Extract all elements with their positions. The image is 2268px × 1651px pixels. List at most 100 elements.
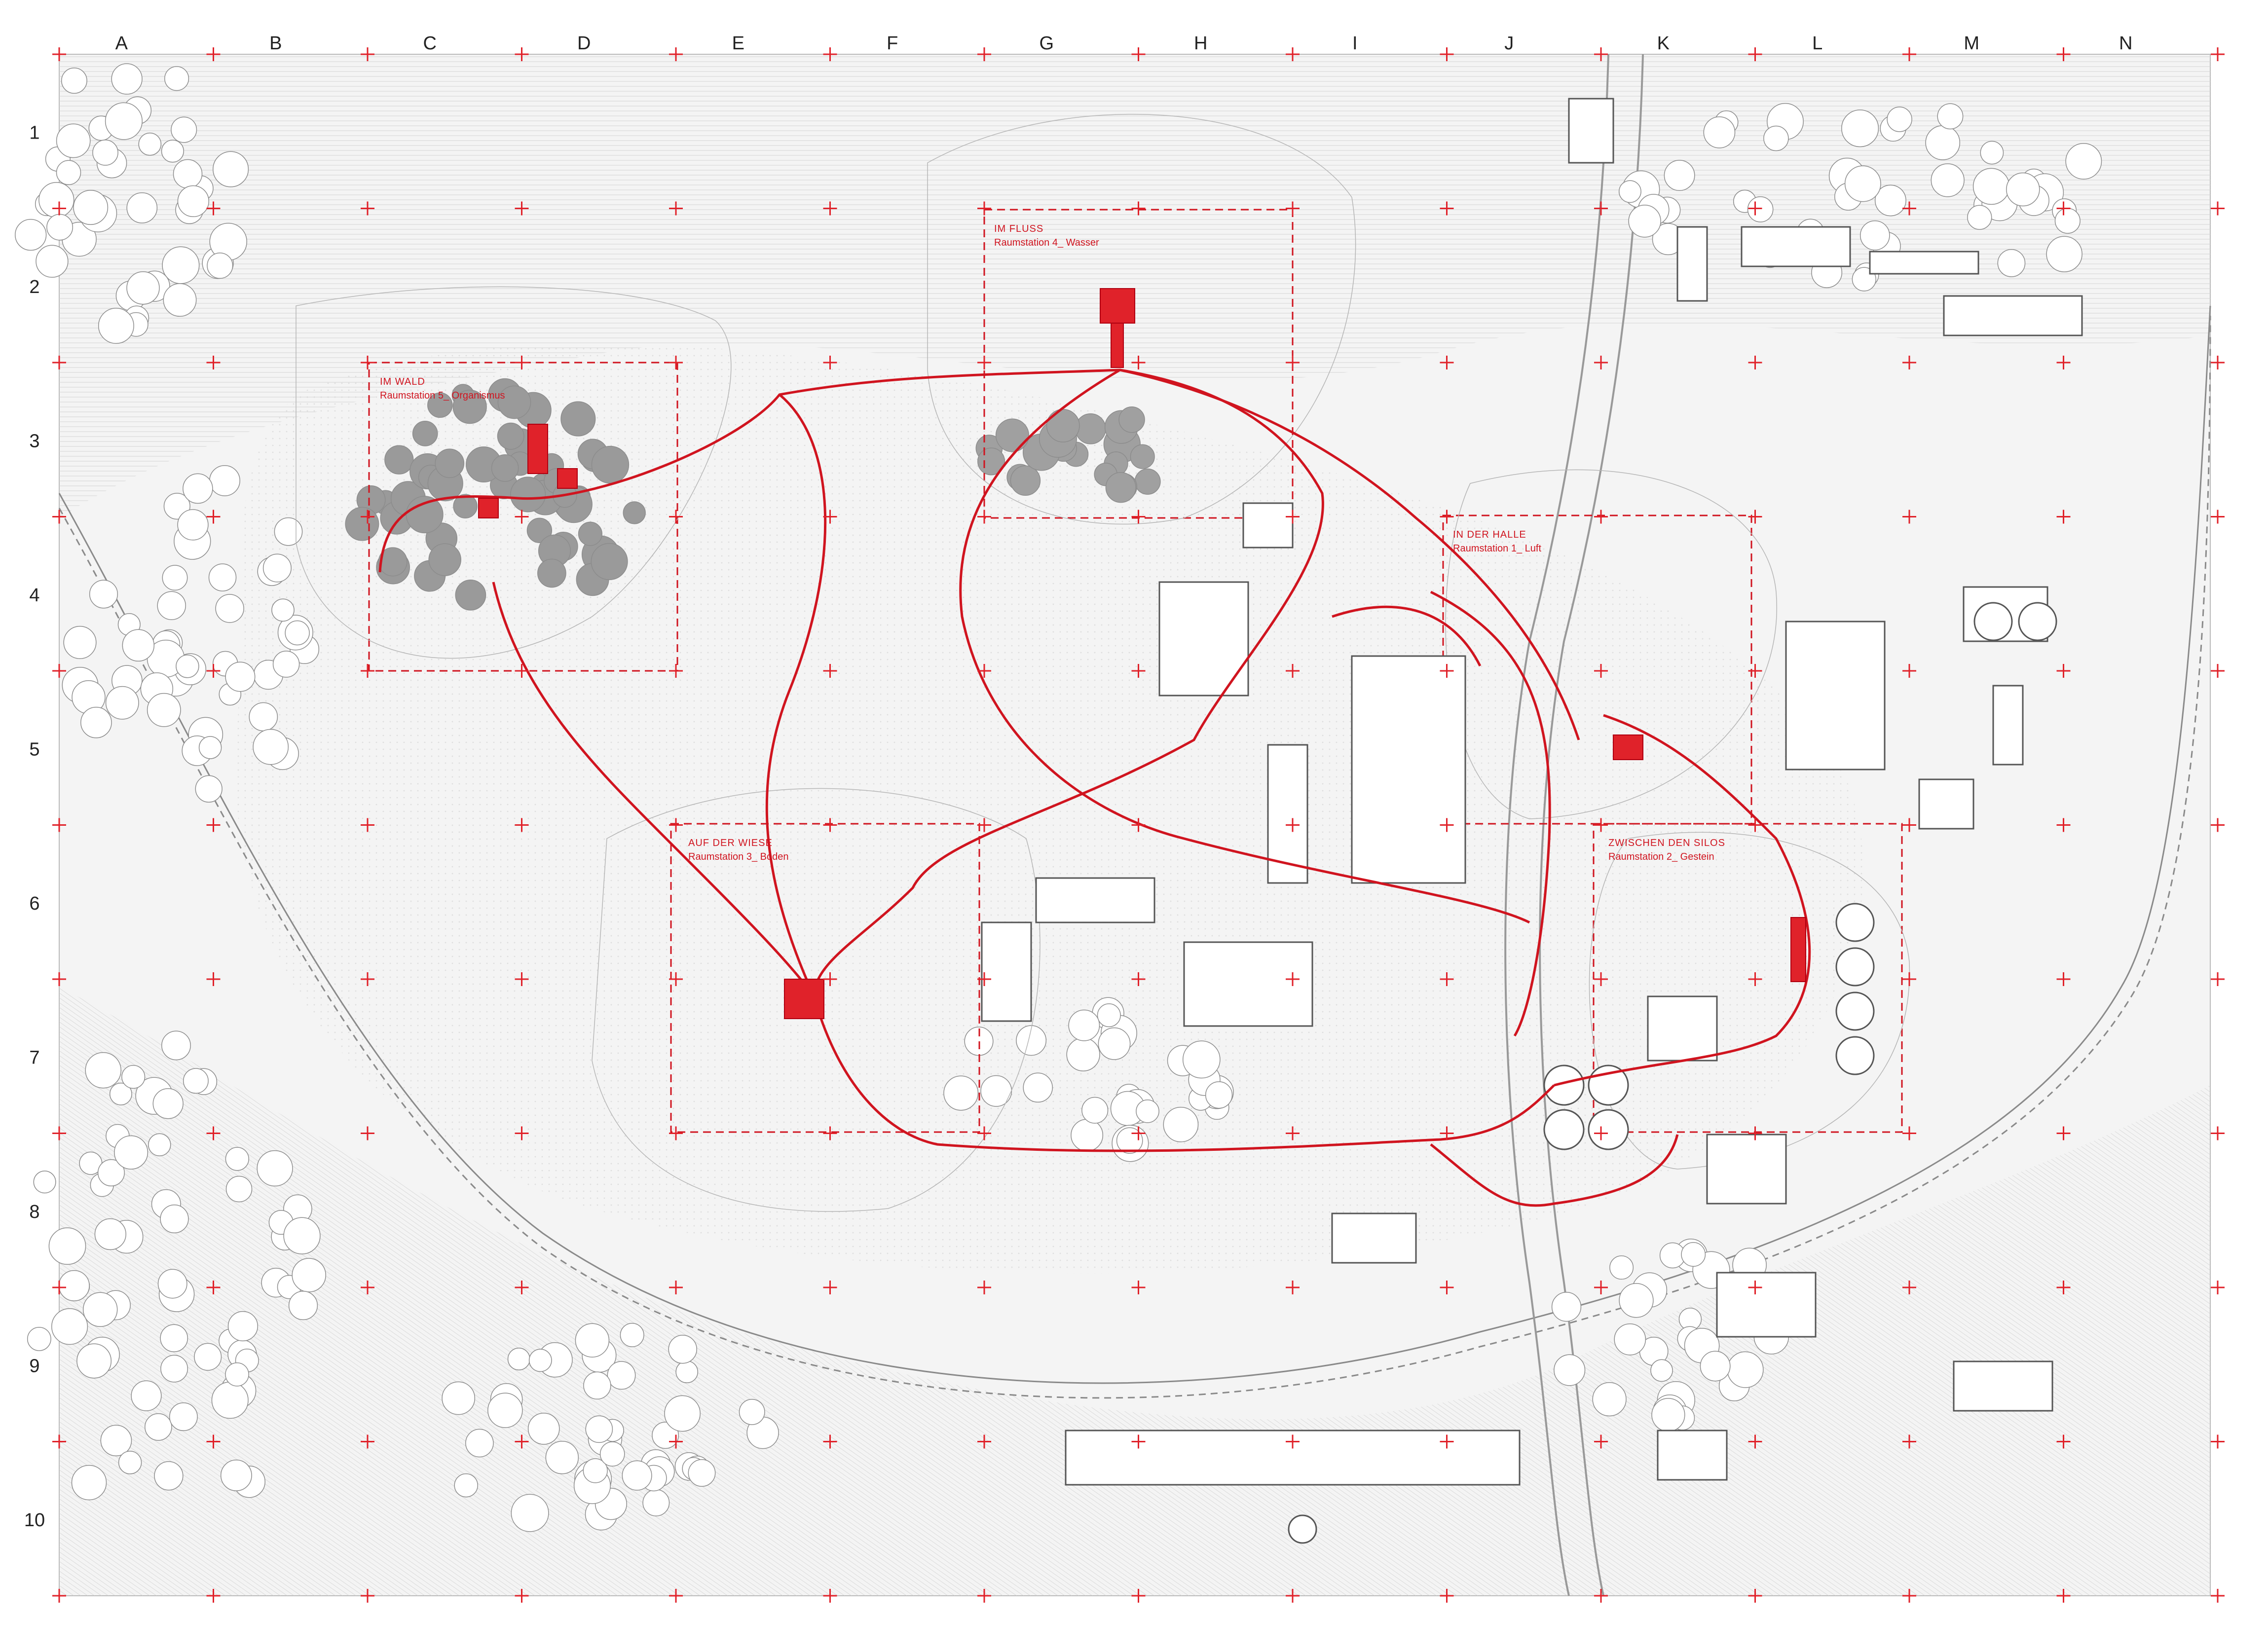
tree-canopy-icon <box>215 594 244 623</box>
tree-canopy-icon <box>1619 1283 1654 1318</box>
grid-row-label: 1 <box>29 122 39 143</box>
station-node-icon[interactable] <box>1100 288 1135 324</box>
plus-marker-icon <box>1440 1589 1454 1603</box>
plus-marker-icon <box>1748 201 1762 216</box>
station-node-icon[interactable] <box>1111 323 1124 368</box>
plus-marker-icon <box>823 1126 837 1140</box>
tree-canopy-icon <box>285 620 310 646</box>
plus-marker-icon <box>1131 47 1146 61</box>
tree-canopy-icon <box>56 123 91 158</box>
tree-canopy-icon <box>642 1489 670 1516</box>
tree-canopy-icon <box>1681 1242 1706 1267</box>
tree-canopy-icon <box>1609 1255 1634 1280</box>
station-node-icon[interactable] <box>1613 734 1643 760</box>
plus-marker-icon <box>361 356 374 369</box>
plus-marker-icon <box>515 510 529 524</box>
plus-marker-icon <box>1748 664 1762 678</box>
plus-marker-icon <box>361 1589 374 1603</box>
plus-marker-icon <box>2056 201 2071 216</box>
tree-canopy-icon <box>585 1415 613 1443</box>
station-labels: IM WALD Raumstation 5_ Organismus IM FLU… <box>380 223 1725 862</box>
station-node-icon[interactable] <box>527 424 548 474</box>
tree-canopy-icon <box>85 1052 121 1089</box>
station-node-icon[interactable] <box>557 468 578 489</box>
tree-canopy-icon <box>1887 107 1912 132</box>
plus-marker-icon <box>206 510 221 524</box>
plus-marker-icon <box>669 356 683 369</box>
plus-marker-icon <box>2211 356 2225 369</box>
grid-column-label: K <box>1657 33 1670 54</box>
tree-canopy-icon <box>452 390 487 424</box>
grid-row-label: 9 <box>29 1356 39 1376</box>
plus-marker-icon <box>1131 1434 1146 1449</box>
plus-marker-icon <box>823 1281 837 1294</box>
tree-canopy-icon <box>537 558 566 588</box>
building <box>1943 295 2083 336</box>
tree-canopy-icon <box>121 1065 146 1089</box>
grid-row-label: 6 <box>29 893 39 914</box>
building <box>1676 226 1708 302</box>
plus-marker-icon <box>515 356 529 369</box>
plus-marker-icon <box>1440 1126 1454 1140</box>
plus-marker-icon <box>1131 201 1146 216</box>
plus-marker-icon <box>1286 1589 1300 1603</box>
plus-marker-icon <box>1286 47 1300 61</box>
plus-marker-icon <box>1131 356 1146 369</box>
tree-canopy-icon <box>1937 103 1964 130</box>
tree-canopy-icon <box>92 140 118 166</box>
tree-canopy-icon <box>583 1458 608 1483</box>
tree-canopy-icon <box>453 494 478 519</box>
plus-marker-icon <box>361 510 374 524</box>
plus-marker-icon <box>1131 1589 1146 1603</box>
grid-column-label: E <box>732 33 744 54</box>
plus-marker-icon <box>977 818 991 832</box>
tree-canopy-icon <box>378 547 408 577</box>
station-title-wald: IM WALD <box>380 376 425 387</box>
plus-marker-icon <box>2056 664 2071 678</box>
plus-marker-icon <box>823 972 837 986</box>
plus-marker-icon <box>52 510 66 524</box>
plus-marker-icon <box>2056 510 2071 524</box>
station-node-icon[interactable] <box>478 498 499 518</box>
plus-marker-icon <box>669 201 683 216</box>
plus-marker-icon <box>52 818 66 832</box>
plus-marker-icon <box>2056 818 2071 832</box>
tree-canopy-icon <box>157 591 186 620</box>
plus-marker-icon <box>669 818 683 832</box>
tree-canopy-icon <box>599 1441 625 1467</box>
building <box>1568 98 1614 164</box>
building <box>1741 226 1851 267</box>
tree-canopy-icon <box>583 1371 611 1400</box>
tree-canopy-icon <box>169 1402 198 1431</box>
tree-canopy-icon <box>176 655 199 678</box>
zone-auf-der-wiese[interactable] <box>670 823 980 1133</box>
tree-canopy-icon <box>1097 1003 1121 1027</box>
plus-marker-icon <box>1594 510 1608 524</box>
tree-canopy-icon <box>428 543 461 576</box>
plus-marker-icon <box>1594 664 1608 678</box>
plus-marker-icon <box>1594 818 1608 832</box>
plus-marker-icon <box>1748 972 1762 986</box>
tree-canopy-icon <box>58 1270 90 1301</box>
railway-line <box>58 305 2211 1384</box>
tree-canopy-icon <box>208 563 237 591</box>
plus-marker-icon <box>977 1434 991 1449</box>
plus-marker-icon <box>515 1281 529 1294</box>
station-node-icon[interactable] <box>784 979 824 1019</box>
tree-canopy-icon <box>183 1068 209 1094</box>
tree-canopy-icon <box>82 1292 118 1327</box>
plus-marker-icon <box>823 47 837 61</box>
plus-marker-icon <box>669 1589 683 1603</box>
tree-canopy-icon <box>1554 1354 1586 1386</box>
plus-marker-icon <box>669 1434 683 1449</box>
tree-canopy-icon <box>1650 1359 1673 1382</box>
station-node-icon[interactable] <box>1790 917 1806 982</box>
tree-canopy-icon <box>1130 444 1155 469</box>
plus-marker-icon <box>52 1281 66 1294</box>
zone-zwischen-den-silos[interactable] <box>1593 823 1903 1133</box>
grid-column-label: J <box>1504 33 1514 54</box>
tree-canopy-icon <box>272 651 300 678</box>
plus-marker-icon <box>823 356 837 369</box>
plus-marker-icon <box>1594 1434 1608 1449</box>
